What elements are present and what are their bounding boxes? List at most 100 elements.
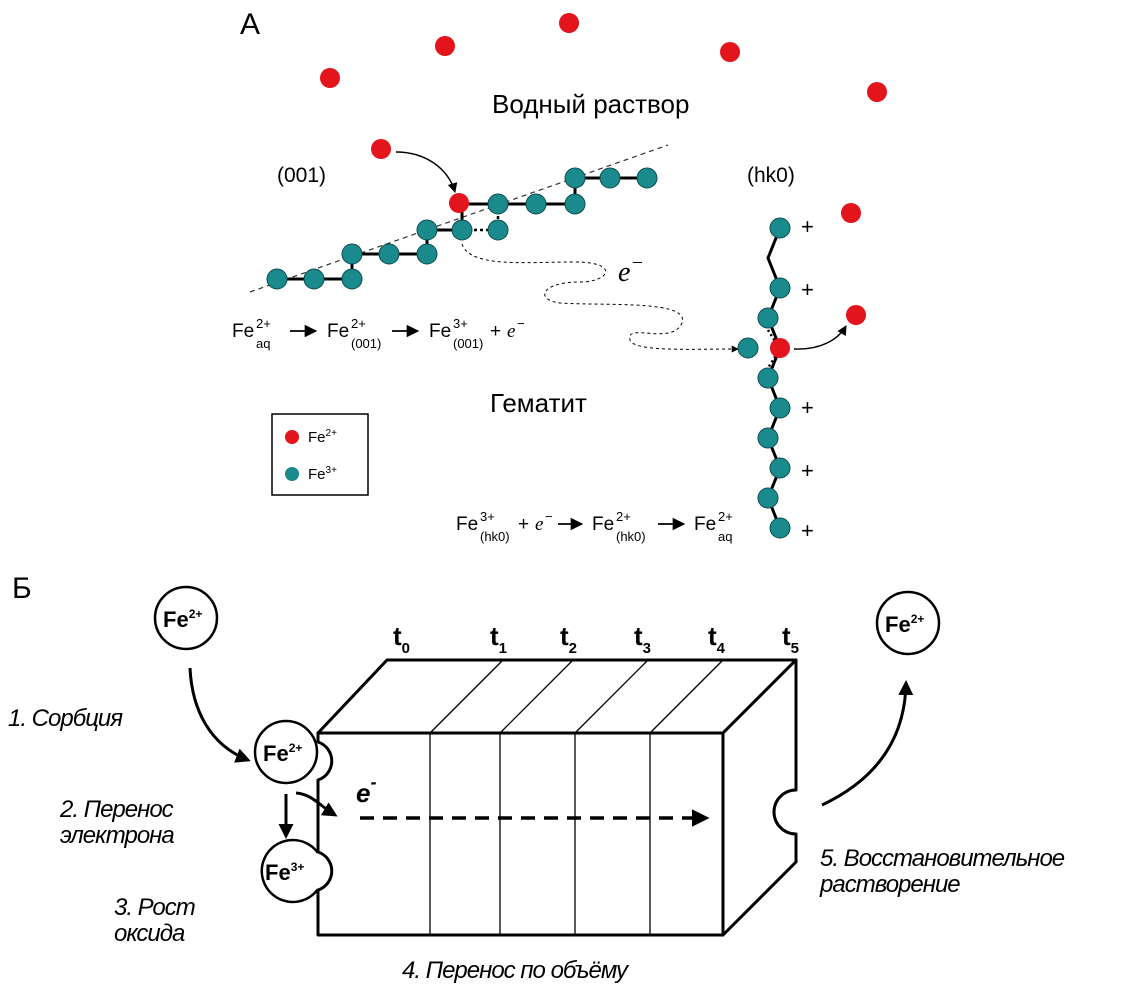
fe3-atom <box>341 243 363 265</box>
time-labels: t0 t1 t2 t3 t4 t5 <box>393 621 799 657</box>
fe3-atom <box>737 337 759 359</box>
ion-shape <box>260 838 320 904</box>
plus-sign: + <box>801 518 814 543</box>
face-001-fe3-atoms <box>266 167 658 290</box>
ion-circle <box>153 585 219 651</box>
legend-fe2-label: Fe2+ <box>308 428 337 446</box>
eq2-term: + <box>518 514 529 535</box>
electron-transfer-arrow <box>295 791 338 817</box>
eq1-term: Fe <box>429 321 451 342</box>
dissolution-arrow <box>821 680 914 807</box>
face-hk0-fe3-atoms <box>737 217 791 539</box>
step-2-label-line2: электрона <box>60 822 174 849</box>
step-3-label-line2: оксида <box>114 920 185 947</box>
plus-sign: + <box>801 458 814 483</box>
ion-text: Fe3+ <box>265 860 304 885</box>
step-labels: 1. Сорбция 2. Перенос электрона 3. Рост … <box>8 705 1066 984</box>
fe3-atom <box>341 268 363 290</box>
ion-text: Fe2+ <box>885 612 924 637</box>
eq2-term: Fe <box>456 514 478 535</box>
eq1-term-sub: aq <box>256 336 270 351</box>
surface-charges: + + + + + <box>801 214 814 543</box>
fe2-ion <box>559 13 579 33</box>
panel-a: А Водный раствор (001) (hk0) <box>232 8 887 544</box>
plus-sign: + <box>801 214 814 239</box>
legend: Fe2+ Fe3+ <box>271 413 369 496</box>
fe2-ion-adsorbing <box>371 139 391 159</box>
fe3-atom <box>757 307 779 329</box>
hk0-dotted-bond <box>766 351 780 369</box>
fe3-atom <box>769 277 791 299</box>
eq2-term-sup: 2+ <box>718 509 733 524</box>
eq2-electron-sup: − <box>545 509 553 524</box>
solution-label: Водный раствор <box>492 89 689 119</box>
electron-label-b: e- <box>356 772 376 808</box>
eq1-term-sub: (001) <box>351 336 381 351</box>
legend-fe3-label: Fe3+ <box>308 465 337 483</box>
eq1-term-sub: (001) <box>453 336 483 351</box>
eq2-term-sub: (hk0) <box>616 529 646 544</box>
fe3-atom <box>451 219 473 241</box>
eq2-term-sub: (hk0) <box>480 529 510 544</box>
time-label-t3: t3 <box>634 621 651 657</box>
eq1-term-sup: 2+ <box>256 316 271 331</box>
face-001-step-bonds <box>277 176 647 281</box>
ion-fe2-dissolved: Fe2+ <box>875 590 941 656</box>
plus-sign: + <box>801 395 814 420</box>
face-hk0-label: (hk0) <box>747 164 795 187</box>
release-arrow <box>793 325 847 350</box>
step-4-label: 4. Перенос по объёму <box>402 957 630 984</box>
fe3-atom <box>416 243 438 265</box>
panel-a-label: А <box>240 8 260 41</box>
block-front-face <box>316 731 725 937</box>
face-001-label: (001) <box>277 164 326 187</box>
ion-text: Fe2+ <box>263 741 302 766</box>
fe3-atom <box>266 268 288 290</box>
electron-transfer-path <box>461 243 739 353</box>
panel-b-label: Б <box>12 572 32 605</box>
fe3-atom <box>757 487 779 509</box>
legend-fe2-swatch <box>285 430 299 444</box>
fe3-atom <box>487 219 509 241</box>
fe3-atom <box>487 193 509 215</box>
panel-b: Б t0 t1 t2 t3 t4 t5 <box>8 572 1066 984</box>
eq1-term-sup: 3+ <box>453 316 468 331</box>
fe3-atom <box>636 167 658 189</box>
time-slice <box>499 659 574 734</box>
fe2-ion <box>841 203 861 223</box>
fe3-atom <box>378 243 400 265</box>
time-slice <box>649 659 724 734</box>
fe3-atom <box>769 517 791 539</box>
step-1-label: 1. Сорбция <box>8 705 123 732</box>
time-label-t5: t5 <box>782 621 799 657</box>
solution-fe2-ions <box>320 13 887 159</box>
time-slice <box>429 659 504 734</box>
eq1-term-sup: 2+ <box>351 316 366 331</box>
step-5-label-line2: растворение <box>819 871 960 898</box>
eq1-term: Fe <box>232 321 254 342</box>
face-001-trendline <box>249 144 669 293</box>
released-fe2-atom <box>770 338 790 358</box>
step-3-label-line1: 3. Рост <box>114 894 195 921</box>
plus-sign: + <box>801 277 814 302</box>
fe2-ion <box>320 68 340 88</box>
step-5-label-line1: 5. Восстановительное <box>820 845 1065 872</box>
fe2-ion <box>720 42 740 62</box>
block-top-face <box>316 658 798 735</box>
fe3-atom <box>525 193 547 215</box>
legend-fe3-swatch <box>285 467 299 481</box>
fe3-atom <box>769 217 791 239</box>
ion-circle <box>253 719 319 785</box>
eq1-term: + <box>490 321 501 342</box>
crystal-block <box>316 658 798 937</box>
time-label-t1: t1 <box>490 621 507 657</box>
eq2-term: Fe <box>694 514 716 535</box>
eq1-term: Fe <box>327 321 349 342</box>
time-label-t4: t4 <box>708 621 726 657</box>
step-2-label-line1: 2. Перенос <box>59 796 174 823</box>
eq1-electron-sup: − <box>517 316 525 331</box>
legend-box <box>271 413 369 496</box>
time-slice <box>574 659 649 734</box>
fe3-atom <box>769 457 791 479</box>
sorption-arrow <box>188 667 251 763</box>
